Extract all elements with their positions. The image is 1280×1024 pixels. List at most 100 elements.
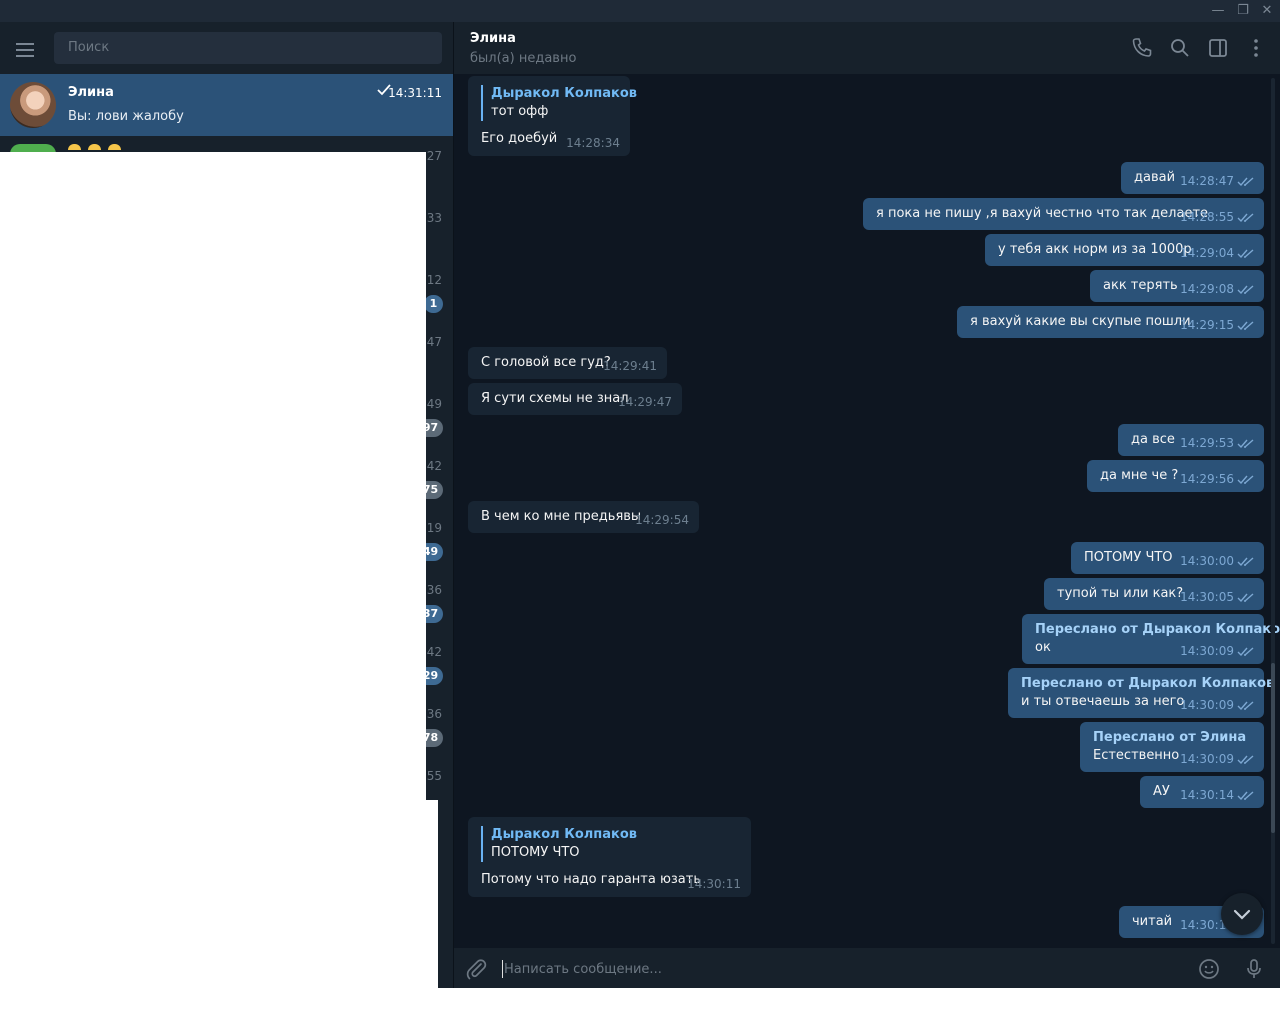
message-text: С головой все гуд? [481, 355, 611, 370]
chat-item-active[interactable]: Элина 14:31:11 Вы: лови жалобу [0, 74, 453, 136]
message-text: Его доебуй [481, 131, 558, 146]
message-text: тупой ты или как? [1057, 586, 1184, 601]
scroll-down-button[interactable] [1221, 893, 1263, 935]
restore-button[interactable]: ❐ [1237, 3, 1249, 18]
double-check-icon [1237, 249, 1254, 259]
reply-text: ПОТОМУ ЧТО [491, 845, 580, 860]
peer-status: был(а) недавно [470, 51, 577, 66]
double-check-icon [1237, 593, 1254, 603]
emoji-icon[interactable] [1197, 957, 1221, 981]
microphone-icon[interactable] [1242, 957, 1266, 981]
chat-time: :47 [422, 335, 442, 349]
message-time: 14:30:11 [687, 877, 741, 891]
message-text: ПОТОМУ ЧТО [1084, 550, 1173, 565]
title-bar: — ❐ ✕ [0, 0, 1280, 22]
message-text: я пока не пишу ,я вахуй честно что так д… [876, 206, 1209, 221]
message-forwarded[interactable]: Переслано от Дыракол Колпаков и ты отвеч… [1008, 668, 1274, 718]
sidebar-panel-icon[interactable] [1206, 36, 1230, 60]
peer-name[interactable]: Элина [470, 31, 516, 46]
message-text: Потому что надо гаранта юзать [481, 872, 702, 887]
message-incoming[interactable]: С головой все гуд? 14:29:41 [468, 347, 667, 379]
reply-author: Дыракол Колпаков [491, 86, 638, 101]
emoji-icon [108, 144, 121, 150]
message-text: я вахуй какие вы скупые пошли [970, 314, 1191, 329]
message-outgoing[interactable]: АУ 14:30:14 [1140, 776, 1264, 808]
message-outgoing[interactable]: акк терять 14:29:08 [1090, 270, 1264, 302]
message-outgoing[interactable]: у тебя акк норм из за 1000р 14:29:04 [985, 234, 1264, 266]
message-text: давай [1134, 170, 1176, 185]
text-caret [502, 960, 503, 978]
message-text: В чем ко мне предьявы [481, 509, 642, 524]
chat-time: 14:31:11 [388, 86, 442, 100]
telegram-window: — ❐ ✕ Поиск Элина 14:31:11 Вы: лови жало… [0, 0, 1280, 988]
chat-time: :12 [422, 273, 442, 287]
reply-quote[interactable]: Дыракол Колпаков тот офф [481, 85, 637, 121]
message-text: акк терять [1103, 278, 1178, 293]
message-incoming[interactable]: Дыракол Колпаков тот офф Его доебуй 14:2… [468, 76, 637, 156]
search-input[interactable]: Поиск [54, 32, 442, 64]
avatar [10, 82, 56, 128]
scrollbar[interactable] [1271, 78, 1275, 944]
check-icon [377, 84, 391, 96]
message-text: ок [1035, 640, 1051, 655]
reply-quote[interactable]: Дыракол Колпаков ПОТОМУ ЧТО [481, 826, 637, 862]
message-time: 14:29:04 [1180, 246, 1234, 260]
attach-icon[interactable] [464, 957, 488, 981]
unread-badge: 1 [424, 295, 443, 313]
scrollbar-thumb[interactable] [1271, 663, 1275, 833]
phone-icon[interactable] [1130, 36, 1154, 60]
more-icon[interactable] [1244, 36, 1268, 60]
message-text: читай [1132, 914, 1173, 929]
message-list[interactable]: Дыракол Колпаков тот офф Его доебуй 14:2… [454, 74, 1280, 948]
chat-time: :49 [422, 397, 442, 411]
forward-header[interactable]: Переслано от Элина [1093, 730, 1247, 745]
emoji-icon [68, 144, 81, 150]
double-check-icon [1237, 701, 1254, 711]
double-check-icon [1237, 177, 1254, 187]
message-time: 14:30:09 [1180, 752, 1234, 766]
message-time: 14:28:47 [1180, 174, 1234, 188]
forward-header[interactable]: Переслано от Дыракол Колпаков [1035, 622, 1280, 637]
minimize-button[interactable]: — [1211, 3, 1225, 18]
message-outgoing[interactable]: я вахуй какие вы скупые пошли 14:29:15 [957, 306, 1264, 338]
message-forwarded[interactable]: Переслано от Дыракол Колпаков ок 14:30:0… [1022, 614, 1280, 664]
message-time: 14:30:15 [1180, 918, 1234, 932]
message-composer: Написать сообщение... [454, 948, 1280, 988]
message-outgoing[interactable]: ПОТОМУ ЧТО 14:30:00 [1071, 542, 1264, 574]
chat-preview: Вы: лови жалобу [68, 109, 184, 124]
chat-time: :42 [422, 459, 442, 473]
message-text: у тебя акк норм из за 1000р [998, 242, 1192, 257]
message-incoming[interactable]: Дыракол Колпаков ПОТОМУ ЧТО Потому что н… [468, 817, 751, 897]
message-outgoing[interactable]: да мне че ? 14:29:56 [1087, 460, 1264, 492]
menu-icon[interactable] [14, 40, 40, 60]
message-outgoing[interactable]: тупой ты или как? 14:30:05 [1044, 578, 1264, 610]
chat-name: Элина [68, 85, 114, 100]
forward-header[interactable]: Переслано от Дыракол Колпаков [1021, 676, 1275, 691]
divider [453, 22, 454, 988]
chevron-down-icon [1233, 909, 1251, 920]
emoji-icon [88, 144, 101, 150]
message-time: 14:29:15 [1180, 318, 1234, 332]
message-time: 14:29:47 [618, 395, 672, 409]
chat-time: :55 [422, 769, 442, 783]
close-button[interactable]: ✕ [1261, 3, 1273, 18]
message-incoming[interactable]: Я сути схемы не знал 14:29:47 [468, 383, 682, 415]
chat-time: :27 [422, 149, 442, 163]
message-outgoing[interactable]: я пока не пишу ,я вахуй честно что так д… [863, 198, 1264, 230]
message-time: 14:28:55 [1180, 210, 1234, 224]
message-forwarded[interactable]: Переслано от Элина Естественно 14:30:09 [1080, 722, 1264, 772]
message-text: да все [1131, 432, 1175, 447]
message-outgoing[interactable]: да все 14:29:53 [1118, 424, 1264, 456]
message-time: 14:29:54 [635, 513, 689, 527]
message-outgoing[interactable]: давай 14:28:47 [1121, 162, 1264, 194]
chat-time: :33 [422, 211, 442, 225]
message-text: Я сути схемы не знал [481, 391, 629, 406]
message-incoming[interactable]: В чем ко мне предьявы 14:29:54 [468, 501, 699, 533]
chat-time: :19 [422, 521, 442, 535]
search-icon[interactable] [1168, 36, 1192, 60]
double-check-icon [1237, 755, 1254, 765]
message-time: 14:30:14 [1180, 788, 1234, 802]
message-input[interactable]: Написать сообщение... [504, 962, 662, 977]
redacted-area [0, 800, 438, 988]
double-check-icon [1237, 321, 1254, 331]
